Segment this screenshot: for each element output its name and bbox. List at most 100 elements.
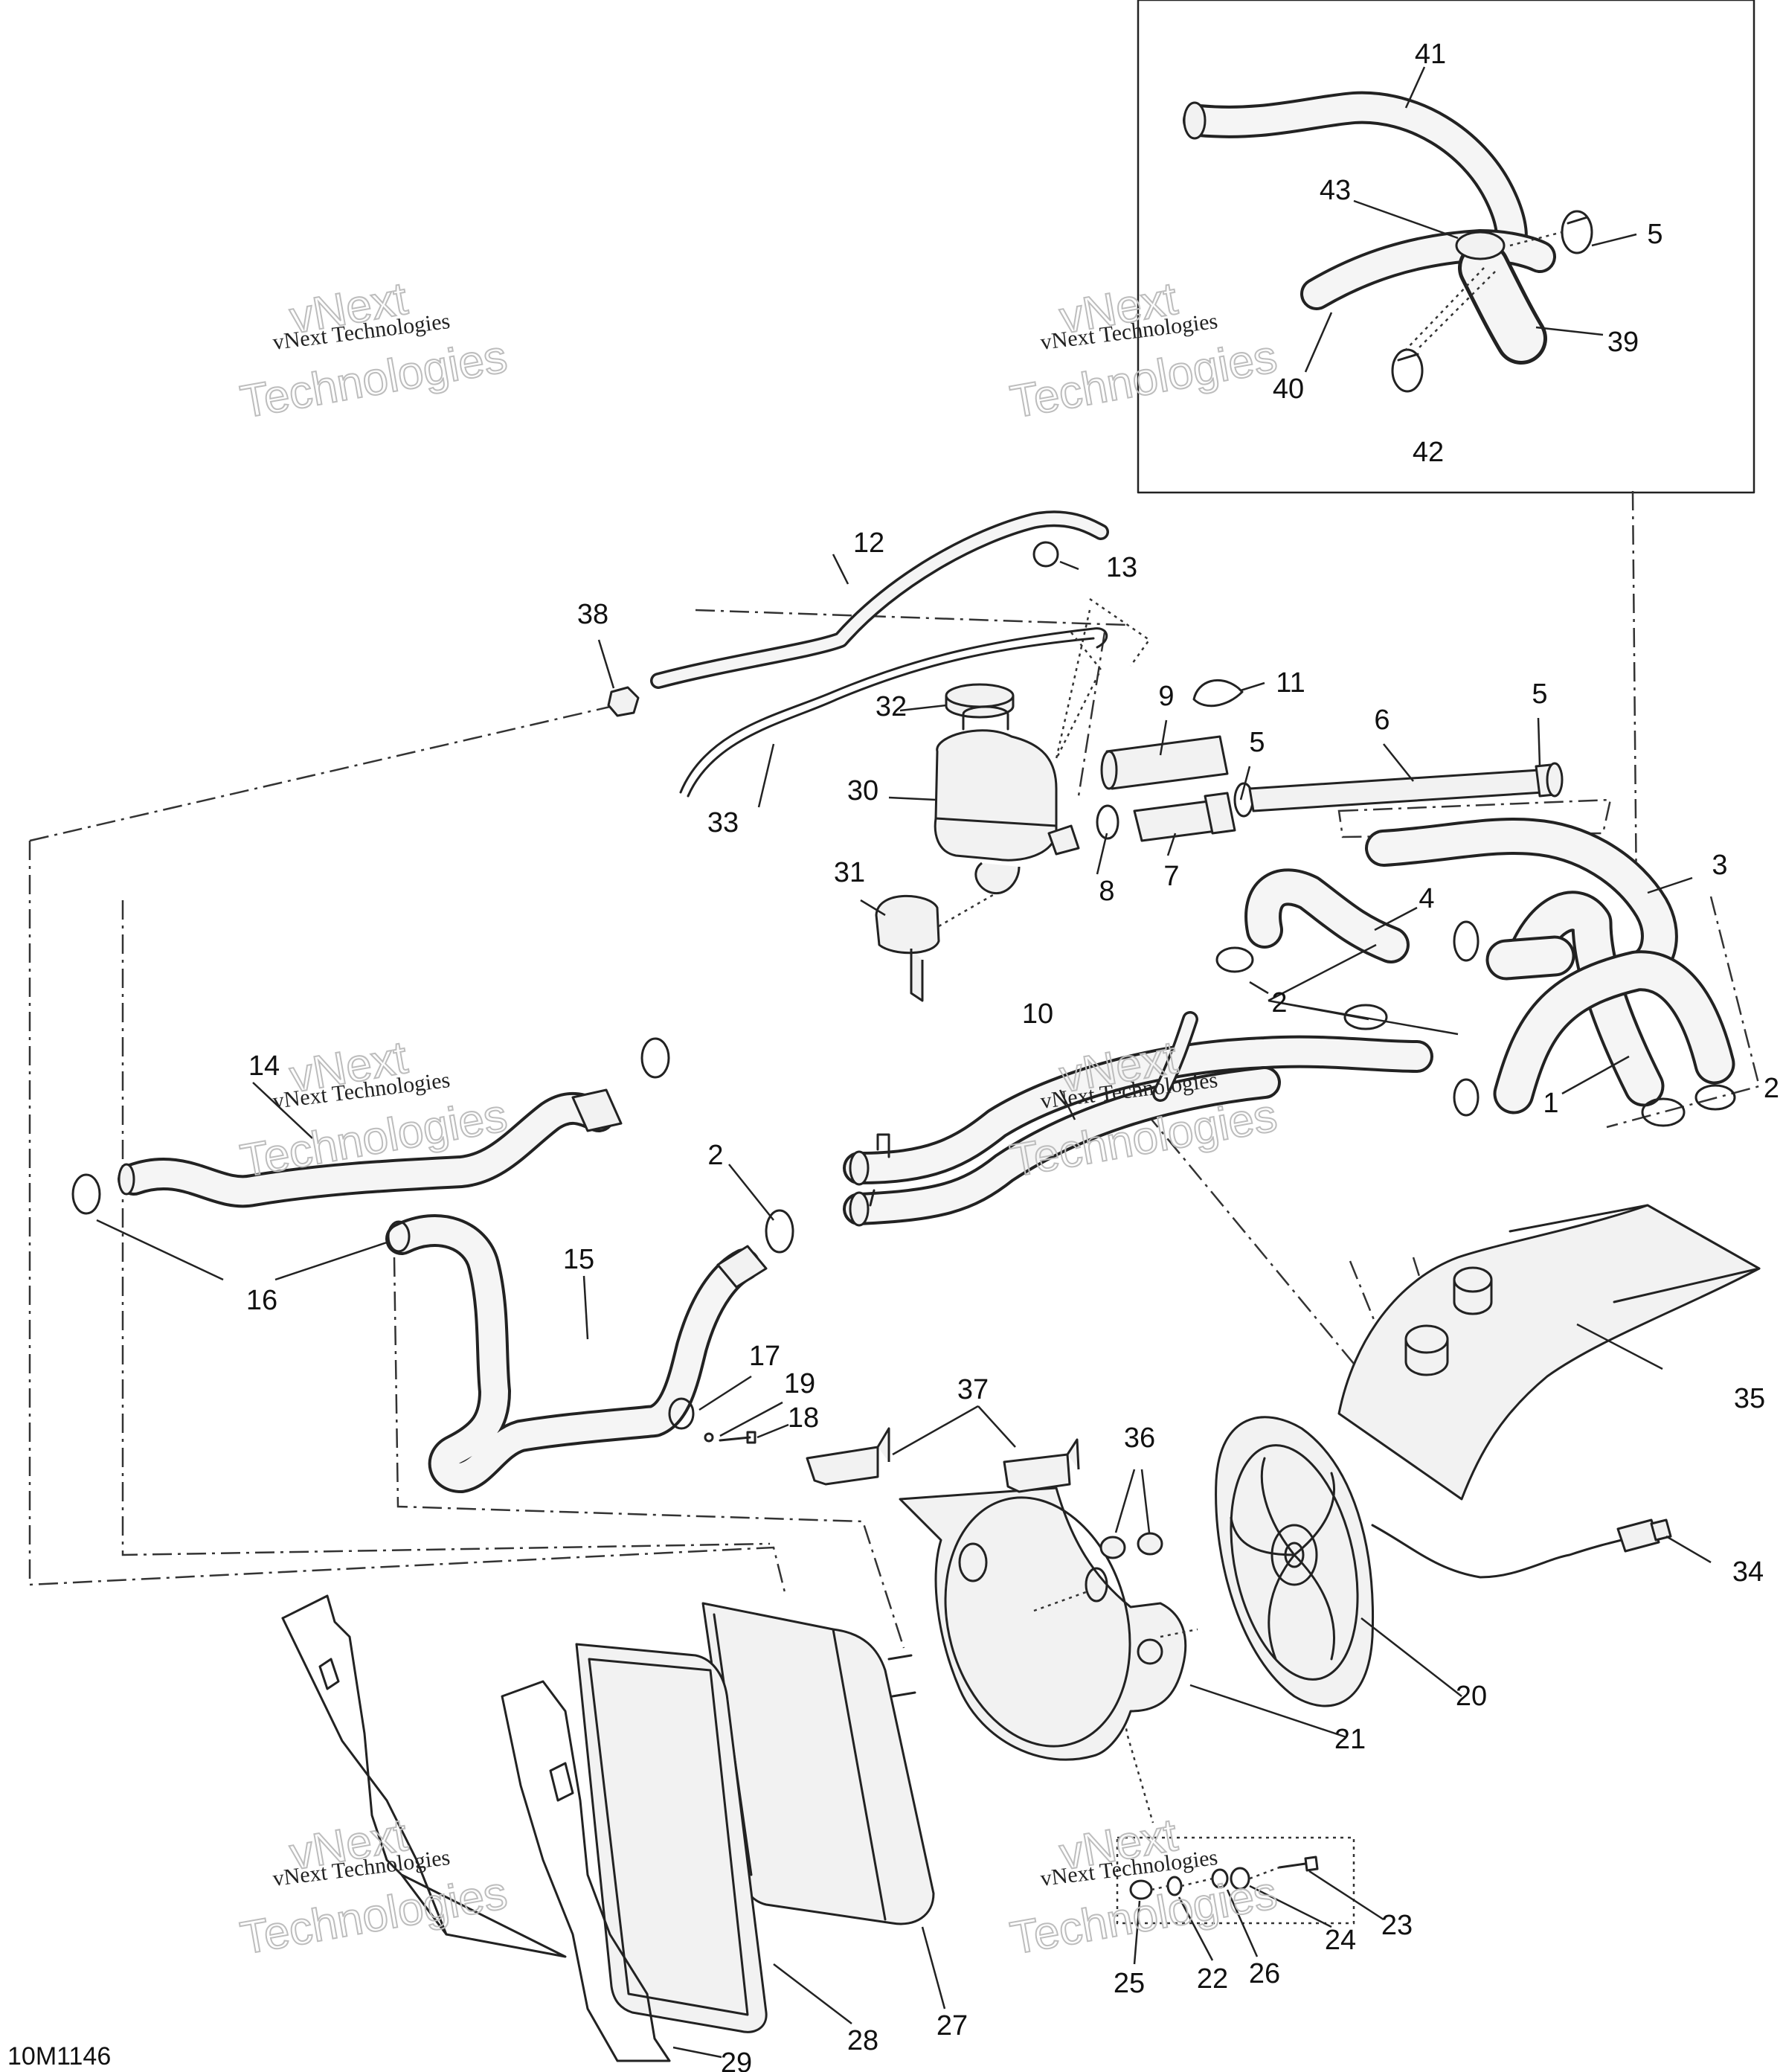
callout-4: 4	[1419, 883, 1434, 914]
hardware-kit	[1129, 1856, 1319, 1900]
junction-43	[1455, 231, 1506, 260]
sleeve-9	[1105, 735, 1229, 790]
callout-2: 2	[1764, 1073, 1779, 1104]
clamp-2-d	[1453, 1078, 1480, 1117]
callout-39: 39	[1607, 327, 1639, 358]
clamp-8	[1096, 804, 1119, 840]
callout-22: 22	[1197, 1963, 1228, 1995]
harness-34	[1371, 1524, 1623, 1579]
callout-8: 8	[1099, 876, 1114, 907]
callout-6: 6	[1374, 705, 1390, 736]
callout-33: 33	[707, 807, 739, 838]
clamp-2-c	[1453, 920, 1480, 962]
callout-43: 43	[1320, 175, 1351, 206]
bracket-37-a	[806, 1427, 890, 1486]
callout-21: 21	[1334, 1724, 1366, 1755]
callout-5: 5	[1249, 727, 1265, 758]
callout-3: 3	[1712, 850, 1727, 881]
callout-27: 27	[937, 2010, 968, 2041]
callout-31: 31	[834, 857, 865, 888]
callout-13: 13	[1106, 552, 1137, 583]
grommet-36-b	[1137, 1532, 1163, 1556]
callout-labels: 1 2 2 2 3 4 5 5 5 6 7 8 9 10 11 12 13 14…	[246, 39, 1779, 2072]
callout-41: 41	[1415, 39, 1446, 70]
right-hoses	[1215, 817, 1736, 1127]
callout-11: 11	[1276, 667, 1305, 699]
bolt-23	[1278, 1856, 1319, 1872]
callout-34: 34	[1732, 1556, 1764, 1588]
bracket-37-b	[1003, 1438, 1080, 1493]
tube-6	[1248, 769, 1545, 812]
callout-9: 9	[1158, 681, 1174, 712]
grommet-36-a	[1099, 1536, 1126, 1559]
callout-16: 16	[246, 1285, 277, 1316]
center-hoses	[843, 1011, 1433, 1227]
callout-28: 28	[847, 2025, 878, 2056]
callout-18: 18	[788, 1402, 819, 1434]
clamp-2-a	[1215, 946, 1254, 973]
callout-15: 15	[563, 1244, 594, 1275]
reservoir-30	[934, 729, 1058, 862]
radiator-assembly	[281, 1594, 935, 2062]
thin-hoses	[607, 510, 1109, 798]
clamp-42	[1391, 348, 1424, 393]
left-hoses	[71, 1037, 794, 1493]
leader-lines	[96, 554, 1712, 2059]
clamp-2-e	[1641, 1097, 1686, 1127]
callout-23: 23	[1381, 1910, 1413, 1941]
clamp-2-h	[765, 1209, 794, 1254]
deflector-35	[1337, 1204, 1761, 1501]
clamp-5-inset	[1561, 210, 1593, 254]
callout-1: 1	[1543, 1088, 1558, 1119]
callout-12: 12	[853, 527, 884, 559]
callout-37: 37	[957, 1374, 989, 1405]
callout-36: 36	[1124, 1423, 1155, 1454]
callout-5: 5	[1532, 679, 1547, 710]
washer-19	[704, 1432, 714, 1443]
callout-2: 2	[1271, 987, 1287, 1019]
cap-32	[945, 683, 1015, 719]
callout-2: 2	[707, 1140, 723, 1171]
callout-38: 38	[577, 599, 608, 630]
clamp-2-b	[1343, 1004, 1388, 1030]
reservoir-assembly	[875, 632, 1102, 1002]
callout-35: 35	[1734, 1383, 1765, 1414]
hose-33	[679, 627, 1108, 794]
screw-18	[719, 1431, 756, 1444]
callout-14: 14	[248, 1051, 280, 1082]
clamp-16-a	[71, 1173, 101, 1215]
callout-40: 40	[1273, 373, 1304, 405]
callout-25: 25	[1114, 1968, 1145, 1999]
callout-30: 30	[847, 775, 878, 806]
bracket-31	[875, 894, 940, 1002]
inset-box	[1137, 0, 1755, 494]
callout-19: 19	[784, 1368, 815, 1399]
assembly-lines	[28, 490, 1761, 1925]
clamp-2-f	[1694, 1084, 1736, 1111]
drawing-number: 10M1146	[7, 2042, 111, 2071]
callout-42: 42	[1413, 437, 1444, 468]
callout-7: 7	[1163, 861, 1179, 892]
tie-11	[1192, 679, 1244, 708]
callout-20: 20	[1456, 1681, 1487, 1712]
callout-5: 5	[1647, 219, 1662, 250]
plate-29-a	[281, 1594, 567, 1958]
nut-38	[607, 686, 640, 717]
washer-26	[1211, 1868, 1229, 1889]
clip-17	[668, 1397, 695, 1430]
shroud-21	[899, 1486, 1187, 1761]
clamp-16-b	[387, 1220, 411, 1253]
right-tube-parts	[1096, 679, 1564, 842]
callout-29: 29	[721, 2047, 752, 2072]
clamp-2-g	[640, 1037, 670, 1079]
callout-17: 17	[749, 1341, 780, 1372]
callout-10: 10	[1022, 998, 1053, 1030]
fan-assembly	[1215, 1204, 1761, 1707]
shroud-assembly	[806, 1427, 1198, 1761]
plate-29-b	[501, 1680, 671, 2062]
callout-32: 32	[876, 691, 907, 722]
washer-24	[1230, 1867, 1250, 1890]
callout-26: 26	[1249, 1958, 1280, 1989]
callout-24: 24	[1325, 1925, 1356, 1956]
